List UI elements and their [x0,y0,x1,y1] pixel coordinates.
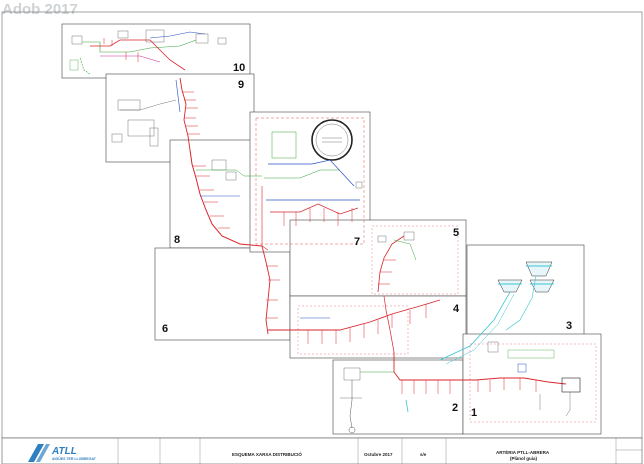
sheet-frame-10 [61,23,251,79]
drawing-title: ESQUEMA XARXA DISTRIBUCIÓ [232,450,302,457]
sheet-number-7: 7 [354,236,360,248]
sheet-number-10: 10 [233,62,245,74]
sheet-9-content: 9 [111,77,244,151]
sheet-frame-2 [332,359,464,435]
page-title: Adob 2017 [2,1,78,18]
sheet-10-content: 10 [69,29,245,75]
sheet-number-8: 8 [174,234,180,246]
sheet-3-content: 3 [439,261,572,365]
title-block: ATLL AIGÜES TER LLOBREGAT ESQUEMA XARXA … [1,437,643,464]
sheet-number-3: 3 [566,320,572,332]
sheet-number-4: 4 [453,303,460,315]
artery-subtitle: (Plànol guia) [510,456,538,461]
sheet-number-1: 1 [471,407,477,419]
sheet-1-content: 1 [462,341,597,423]
sheet-number-9: 9 [238,79,244,91]
sheet-2-content: 2 [340,352,462,434]
sheet-8-content: 8 [174,149,263,247]
sheet-frame-6 [154,247,291,341]
sheet-number-5: 5 [453,227,459,239]
sheet-7-content: 7 [255,117,365,251]
logo-subtitle: AIGÜES TER LLOBREGAT [52,457,97,461]
sheet-6-content: 6 [162,245,280,335]
drawing-date: Octubre 2017 [364,452,393,457]
sheet-number-6: 6 [162,323,168,335]
sheet-frame-5 [289,219,467,297]
atll-logo: ATLL AIGÜES TER LLOBREGAT [28,444,97,462]
artery-title: ARTÈRIA PTLL-ABRERA [496,448,550,455]
drawing-scale: s/e [420,452,427,457]
sheet-5-content: 5 [371,225,459,295]
sheet-frame-3 [466,244,585,336]
sheet-frame-1 [462,333,602,435]
sheet-number-2: 2 [452,402,458,414]
sheet-4-content: 4 [268,295,460,355]
logo-text: ATLL [51,446,77,457]
